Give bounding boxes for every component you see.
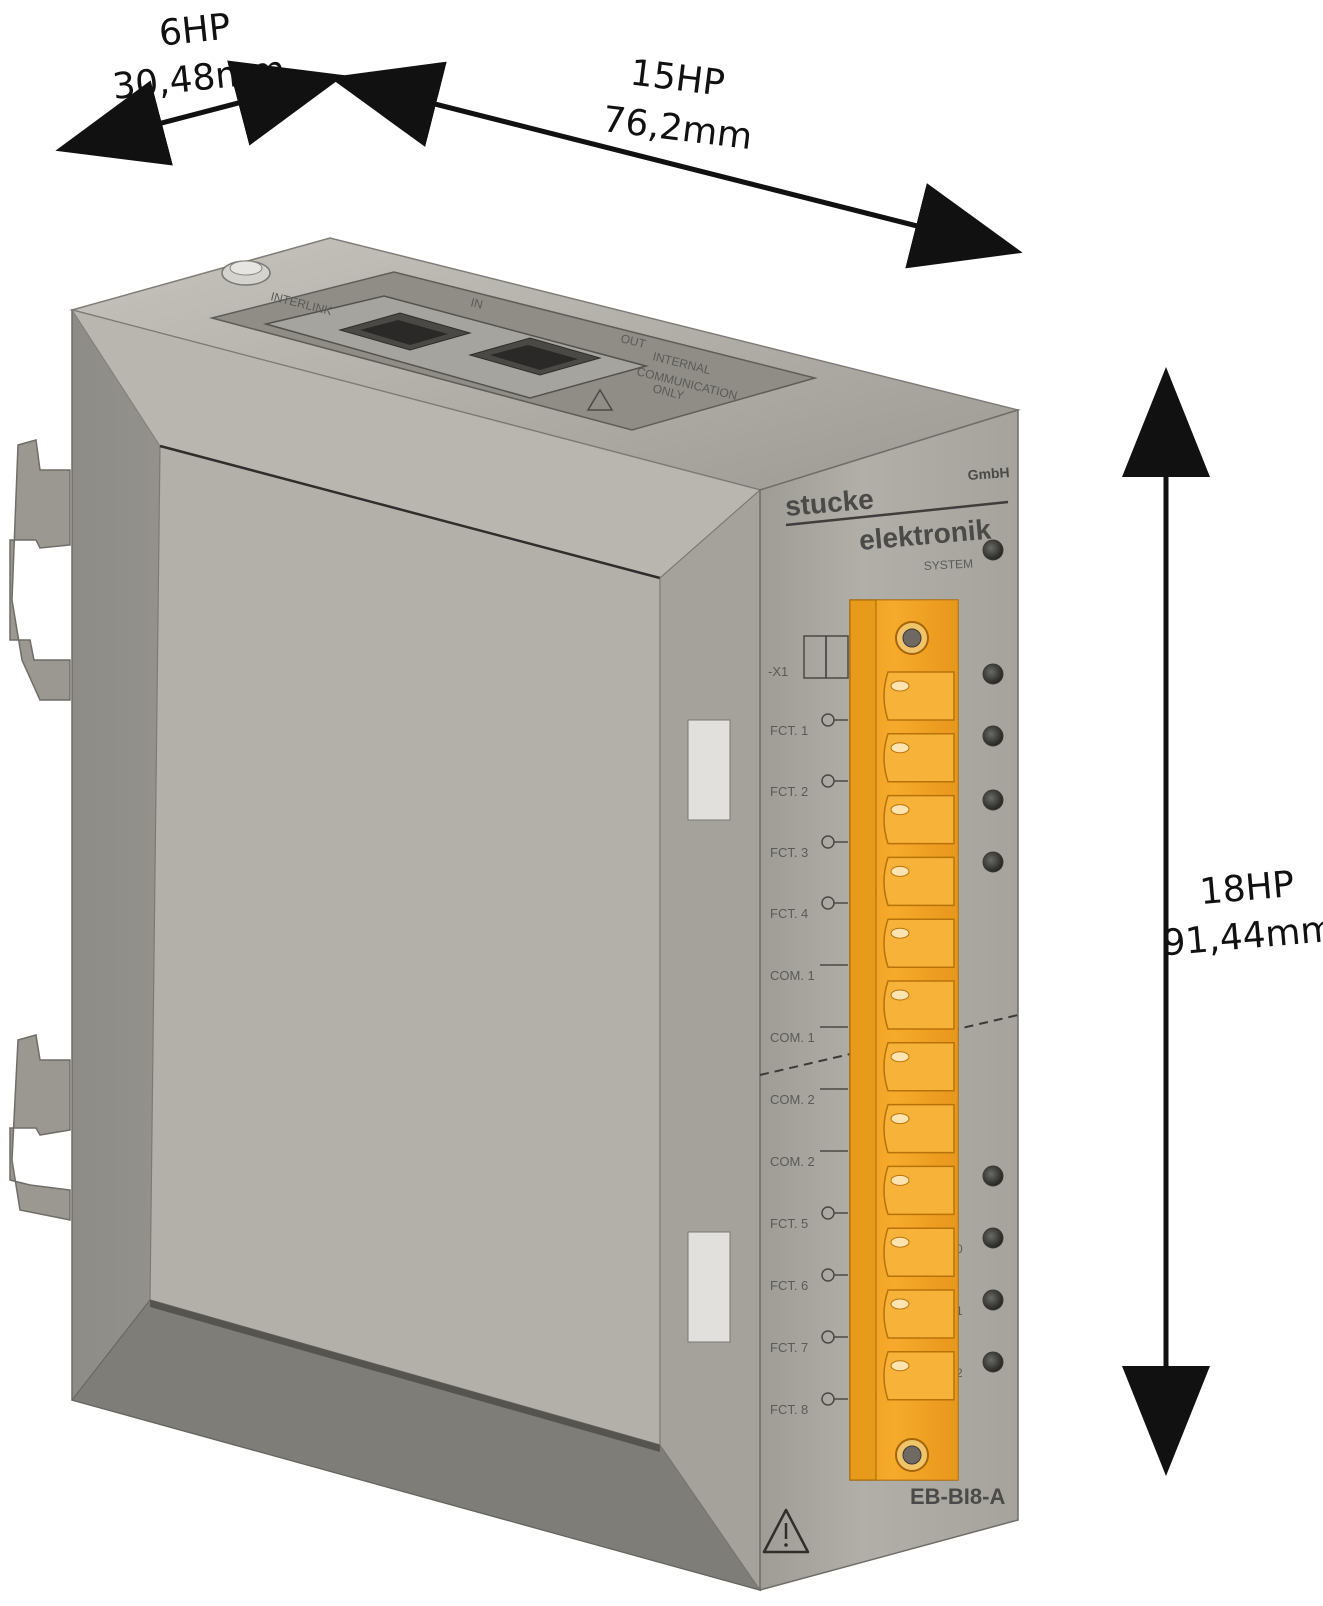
led [982,851,1004,873]
model-label: EB-BI8-A [910,1484,1005,1509]
led [982,1165,1004,1187]
terminal-slot [883,794,955,845]
height-hp-label: 18HP [1198,864,1296,913]
terminal-slot [883,1289,955,1339]
terminal-label: FCT. 1 [770,723,808,738]
terminal-slot [883,1103,955,1154]
terminal-slots [883,671,955,1401]
terminal-slot [883,980,955,1030]
depth-hp-label: 6HP [157,6,233,54]
housing-top: INTERLINK IN OUT INTERNAL COMMUNICATION … [69,237,1021,491]
dimension-width: 15HP 76,2mm [329,52,1023,269]
din-rail-clips [9,439,71,1221]
terminal-label: FCT. 2 [770,784,808,799]
terminal-slot [883,918,955,968]
housing-side [70,309,762,1592]
led [982,725,1004,747]
dimension-height: 18HP 91,44mm [1122,367,1323,1476]
led [982,1227,1004,1249]
terminal-label: FCT. 4 [770,906,808,921]
width-hp-label: 15HP [628,52,727,104]
led [982,1351,1004,1373]
terminal-clamp [890,742,910,754]
terminal-clamp [890,1236,910,1248]
terminal-clamp [890,989,910,1001]
led-number: 0 [956,1242,963,1256]
terminal-clamp [890,680,910,692]
latch-top [687,719,731,821]
height-mm-label: 91,44mm [1161,909,1323,965]
system-led [982,539,1004,561]
terminal-slot [883,1042,955,1092]
terminal-clamp [890,1113,910,1125]
terminal-slot [883,733,955,783]
terminal-label: COM. 1 [770,1030,815,1045]
system-led-label: SYSTEM [923,556,973,573]
terminal-slot [883,1165,955,1216]
terminal-block-connector [849,599,959,1481]
terminal-clamp [890,1174,910,1186]
terminal-label: COM. 2 [770,1154,815,1169]
terminal-label: FCT. 8 [770,1402,808,1417]
terminal-clamp [890,1360,910,1372]
port-in-label: IN [469,295,484,311]
terminal-label: FCT. 7 [770,1340,808,1355]
latch-bottom [687,1231,731,1343]
led-number: 1 [956,1304,963,1318]
led [982,789,1004,811]
terminal-clamp [890,1298,910,1310]
terminal-clamp [890,865,910,877]
terminal-slot [883,671,955,721]
connector-label: -X1 [768,664,788,679]
terminal-label: COM. 1 [770,968,815,983]
port-out-label: OUT [619,331,648,351]
terminal-label: COM. 2 [770,1092,815,1107]
terminal-labels: FCT. 1 FCT. 2 FCT. 3 FCT. 4 COM. 1 COM. … [770,723,815,1417]
rj45-port-out [468,337,602,376]
terminal-clamp [890,804,910,816]
terminal-clamp [890,1051,910,1063]
dimension-depth: 6HP 30,48mm [55,6,345,166]
brand-line1: stucke [784,483,875,522]
warning-icon [762,1508,810,1554]
led-number: 2 [956,1366,963,1380]
terminal-clamp [890,927,910,939]
terminal-symbols [820,713,848,1406]
warning-small-icon [586,388,614,411]
rj45-port-in [338,312,472,351]
terminal-slot [883,1351,955,1401]
terminal-label: FCT. 5 [770,1216,808,1231]
terminal-label: FCT. 6 [770,1278,808,1293]
terminal-slot [883,1227,955,1277]
terminal-label: FCT. 3 [770,845,808,860]
status-leds [982,663,1004,1373]
led [982,1289,1004,1311]
led [982,663,1004,685]
terminal-slot [883,856,955,907]
brand-suffix: GmbH [967,464,1010,483]
